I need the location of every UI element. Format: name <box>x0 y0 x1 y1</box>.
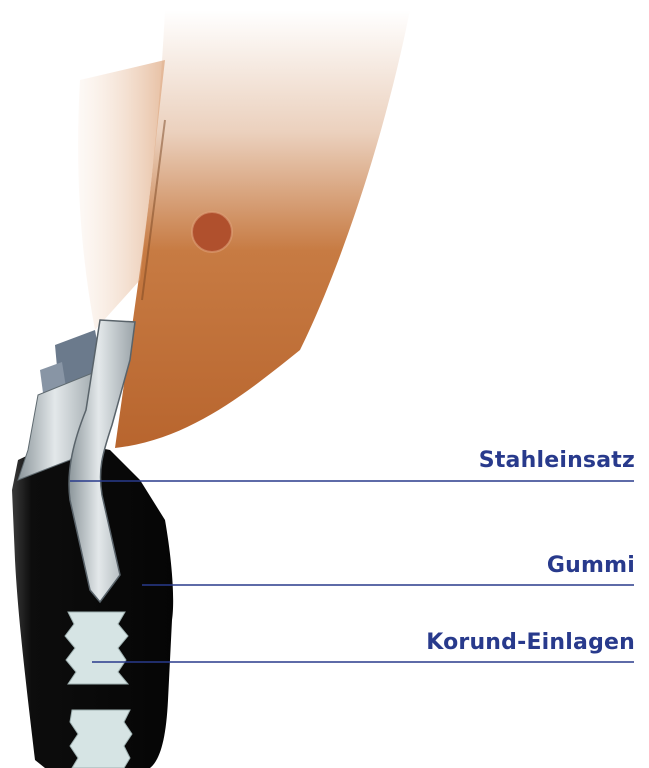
label-corundum-inserts: Korund-Einlagen <box>426 630 635 655</box>
label-steel-insert: Stahleinsatz <box>479 448 635 473</box>
label-rubber: Gummi <box>547 553 635 578</box>
corundum-insert-lower <box>70 710 132 768</box>
